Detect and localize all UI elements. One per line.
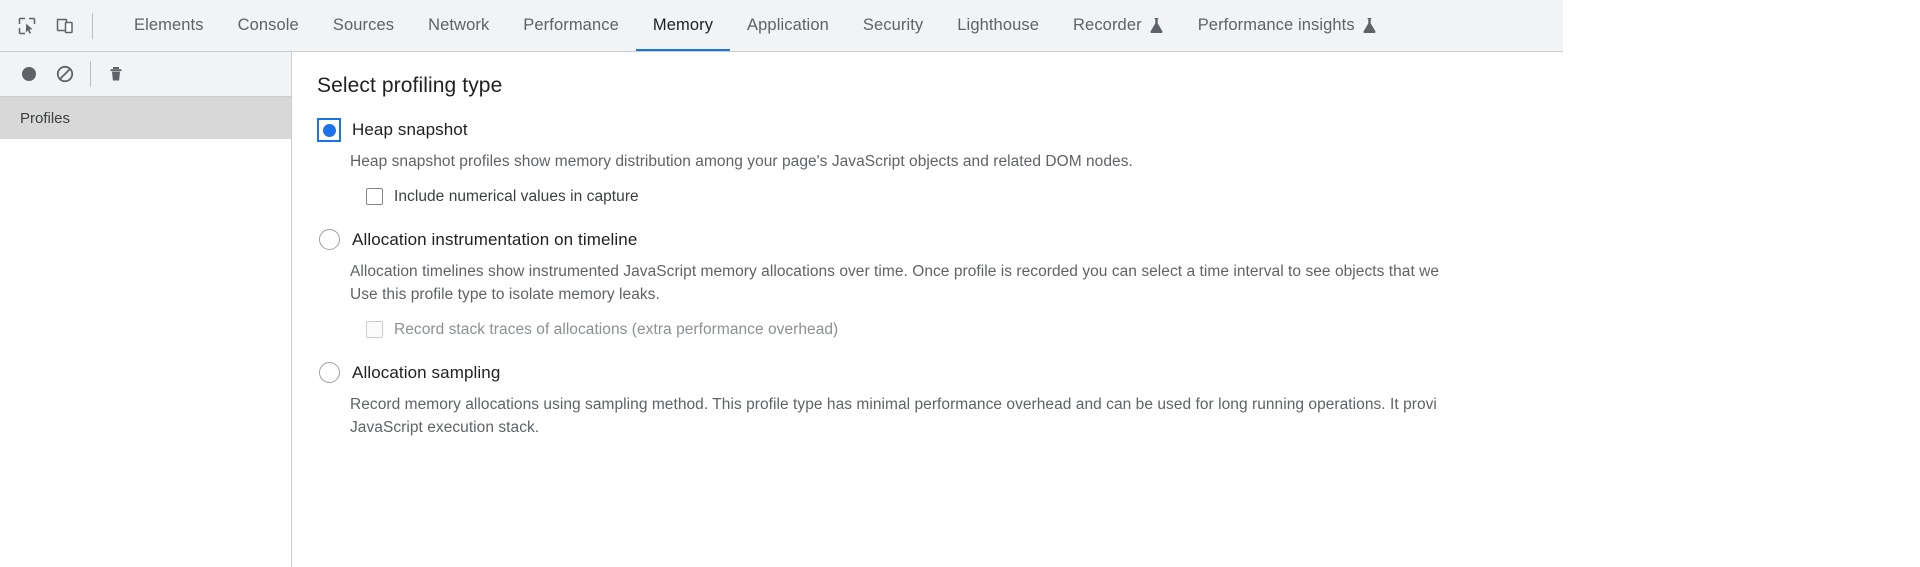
radio-option-label: Allocation instrumentation on timeline xyxy=(352,229,638,249)
radio-inner-dot xyxy=(320,121,338,139)
tab-label: Memory xyxy=(652,16,714,34)
page-title: Select profiling type xyxy=(317,74,503,97)
profiles-label: Profiles xyxy=(20,109,71,127)
option-description: Heap snapshot profiles show memory distr… xyxy=(350,153,1133,170)
tab-performance-insights[interactable]: Performance insights xyxy=(1181,0,1394,51)
sidebar-item-profiles[interactable]: Profiles xyxy=(0,97,291,139)
devtools-tabs: Elements Console Sources Network Performance… xyxy=(117,0,1394,51)
tab-lighthouse[interactable]: Lighthouse xyxy=(940,0,1056,51)
devtools-body: Profiles Select profiling type Heap snap… xyxy=(0,52,1563,567)
sidebar-profile-list xyxy=(0,139,291,567)
experiment-flask-icon xyxy=(1362,17,1377,34)
radio-unselected-icon[interactable] xyxy=(318,362,340,384)
record-circle-icon[interactable] xyxy=(12,57,46,91)
tab-recorder[interactable]: Recorder xyxy=(1056,0,1181,51)
tab-label: Application xyxy=(747,16,829,34)
checkbox-label: Include numerical values in capture xyxy=(394,187,639,205)
tab-label: Recorder xyxy=(1073,16,1142,34)
tab-application[interactable]: Application xyxy=(730,0,846,51)
tab-label: Sources xyxy=(332,16,395,34)
tab-label: Performance insights xyxy=(1197,16,1355,34)
checkbox-row[interactable]: Include numerical values in capture xyxy=(366,188,1563,206)
devtools-window: Elements Console Sources Network Performance… xyxy=(0,0,1563,567)
tab-console[interactable]: Console xyxy=(221,0,316,51)
checkbox-label: Record stack traces of allocations (extr… xyxy=(394,320,839,338)
devtools-tool-icons xyxy=(10,0,107,51)
radio-option-label: Allocation sampling xyxy=(352,362,501,382)
radio-option-label: Heap snapshot xyxy=(352,120,468,139)
tab-network[interactable]: Network xyxy=(411,0,506,51)
radio-option-heap-snapshot[interactable]: Heap snapshot xyxy=(317,118,1563,142)
option-description: Allocation timelines show instrumented J… xyxy=(350,262,1440,304)
devtools-tab-bar: Elements Console Sources Network Performance… xyxy=(0,0,1563,52)
radio-option-allocation-sampling[interactable]: Allocation sampling xyxy=(317,361,1563,385)
sidebar-toolbar-divider xyxy=(90,61,91,87)
tab-sources[interactable]: Sources xyxy=(316,0,411,51)
inspect-element-icon[interactable] xyxy=(10,9,44,43)
tab-security[interactable]: Security xyxy=(846,0,940,51)
trash-delete-icon[interactable] xyxy=(99,57,133,91)
experiment-flask-icon xyxy=(1149,17,1164,34)
tab-label: Elements xyxy=(134,16,204,34)
checkbox-icon[interactable] xyxy=(366,188,383,206)
option-spacer xyxy=(317,454,1563,462)
checkbox-icon xyxy=(366,321,383,339)
tab-label: Performance xyxy=(523,16,619,34)
radio-unselected-icon[interactable] xyxy=(318,229,340,251)
tab-memory[interactable]: Memory xyxy=(635,0,731,51)
toolbar-divider xyxy=(92,12,93,39)
radio-selected-icon[interactable] xyxy=(317,118,341,142)
tab-elements[interactable]: Elements xyxy=(117,0,221,51)
checkbox-row: Record stack traces of allocations (extr… xyxy=(366,321,1563,339)
clear-no-entry-icon[interactable] xyxy=(48,57,82,91)
option-description: Record memory allocations using sampling… xyxy=(350,395,1437,437)
radio-option-allocation-instrumentation-on-timeline[interactable]: Allocation instrumentation on timeline xyxy=(317,228,1563,252)
tab-label: Network xyxy=(428,16,490,34)
tab-label: Console xyxy=(237,16,299,34)
tab-label: Lighthouse xyxy=(957,16,1040,34)
memory-sidebar-toolbar xyxy=(0,52,291,97)
tab-performance[interactable]: Performance xyxy=(506,0,636,51)
device-toolbar-icon[interactable] xyxy=(48,9,82,43)
memory-sidebar: Profiles xyxy=(0,52,292,567)
tab-label: Security xyxy=(862,16,924,34)
